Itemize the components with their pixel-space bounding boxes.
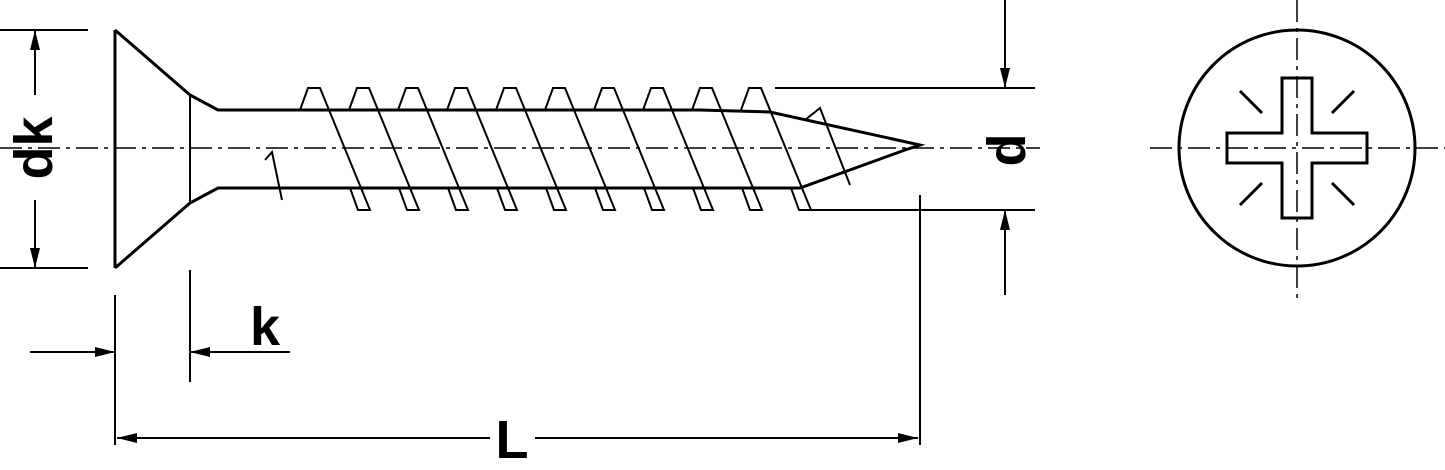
thread-crest (804, 106, 851, 186)
thread-crest (593, 87, 666, 211)
threads (264, 87, 851, 211)
thread-crest (642, 87, 715, 211)
d-label: d (977, 134, 1037, 167)
pozidriv-ticks (1238, 89, 1356, 207)
dk-dimension: dk (0, 29, 88, 269)
thread-crest (740, 87, 813, 211)
thread-crest (299, 87, 372, 211)
thread-crest (348, 87, 421, 211)
k-dimension: k (30, 270, 290, 445)
k-label: k (250, 297, 281, 357)
thread-crest (691, 87, 764, 211)
dk-label: dk (4, 116, 64, 180)
thread-crest (264, 149, 283, 201)
thread-crest (397, 87, 470, 211)
pozidriv-cross-icon (1225, 76, 1369, 220)
l-dimension: L (117, 195, 921, 470)
thread-crest (544, 87, 617, 211)
screw-head-top-view (1150, 0, 1445, 300)
thread-crest (495, 87, 568, 211)
l-label: L (496, 410, 529, 470)
d-dimension: d (775, 0, 1037, 295)
thread-crest (446, 87, 519, 211)
head-outline (1177, 28, 1417, 268)
screw-side-view (113, 28, 926, 270)
screw-outline (114, 28, 926, 270)
